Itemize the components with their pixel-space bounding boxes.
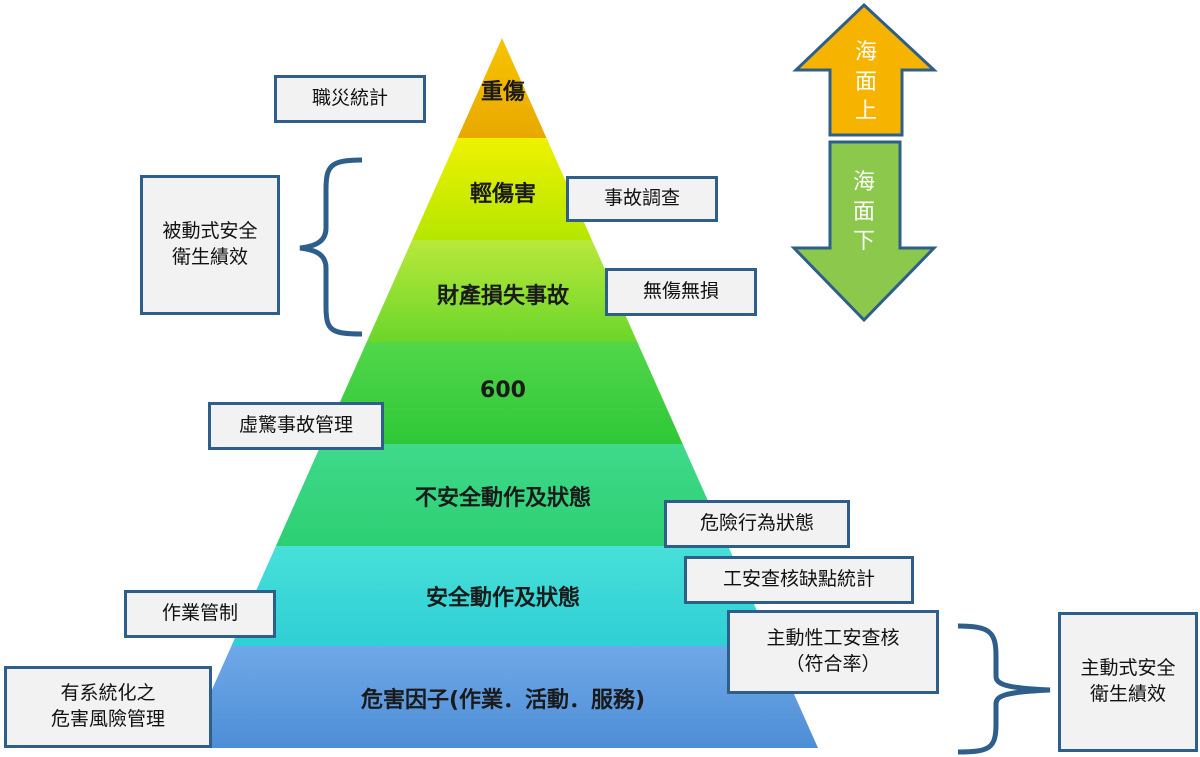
tier-1-label: 重傷 <box>480 80 525 105</box>
active-audit-box: 主動性工安查核 （符合率） <box>727 610 939 694</box>
active-bracket <box>957 623 1051 755</box>
tier-6-label: 安全動作及狀態 <box>425 586 580 611</box>
pyramid-tier-4 <box>321 342 683 444</box>
near-miss-management-box: 虛驚事故管理 <box>208 402 384 450</box>
tier-7-label: 危害因子(作業．活動．服務) <box>360 688 646 713</box>
safety-audit-stats-box: 工安查核缺點統計 <box>684 556 914 604</box>
tier-4-label: 600 <box>480 378 526 403</box>
tier-2-label: 輕傷害 <box>469 182 536 207</box>
passive-performance-box: 被動式安全 衛生績效 <box>140 175 280 315</box>
sea-surface-down-arrow <box>790 140 938 323</box>
pyramid-tier-7 <box>186 646 818 748</box>
sea-surface-below-label: 海 面 下 <box>852 170 875 255</box>
tier-3-label: 財產損失事故 <box>436 284 569 309</box>
tier-5-label: 不安全動作及狀態 <box>414 486 591 511</box>
systematic-risk-management-box: 有系統化之 危害風險管理 <box>4 666 212 748</box>
pyramid-tier-3 <box>366 240 638 342</box>
pyramid-tier-5 <box>275 444 729 546</box>
no-injury-no-damage-box: 無傷無損 <box>605 268 757 316</box>
accident-investigation-box: 事故調查 <box>566 176 718 222</box>
passive-bracket <box>299 157 363 337</box>
pyramid-tier-1 <box>457 38 547 138</box>
pyramid-tier-6 <box>231 546 773 646</box>
pyramid-tier-2 <box>412 138 592 240</box>
occupational-disaster-stats-box: 職災統計 <box>274 75 426 123</box>
sea-surface-up-arrow <box>792 2 938 137</box>
sea-surface-above-label: 海 面 上 <box>854 40 877 125</box>
work-control-box: 作業管制 <box>124 590 276 638</box>
active-performance-box: 主動式安全 衛生績效 <box>1058 612 1198 752</box>
dangerous-behavior-box: 危險行為狀態 <box>664 500 850 548</box>
